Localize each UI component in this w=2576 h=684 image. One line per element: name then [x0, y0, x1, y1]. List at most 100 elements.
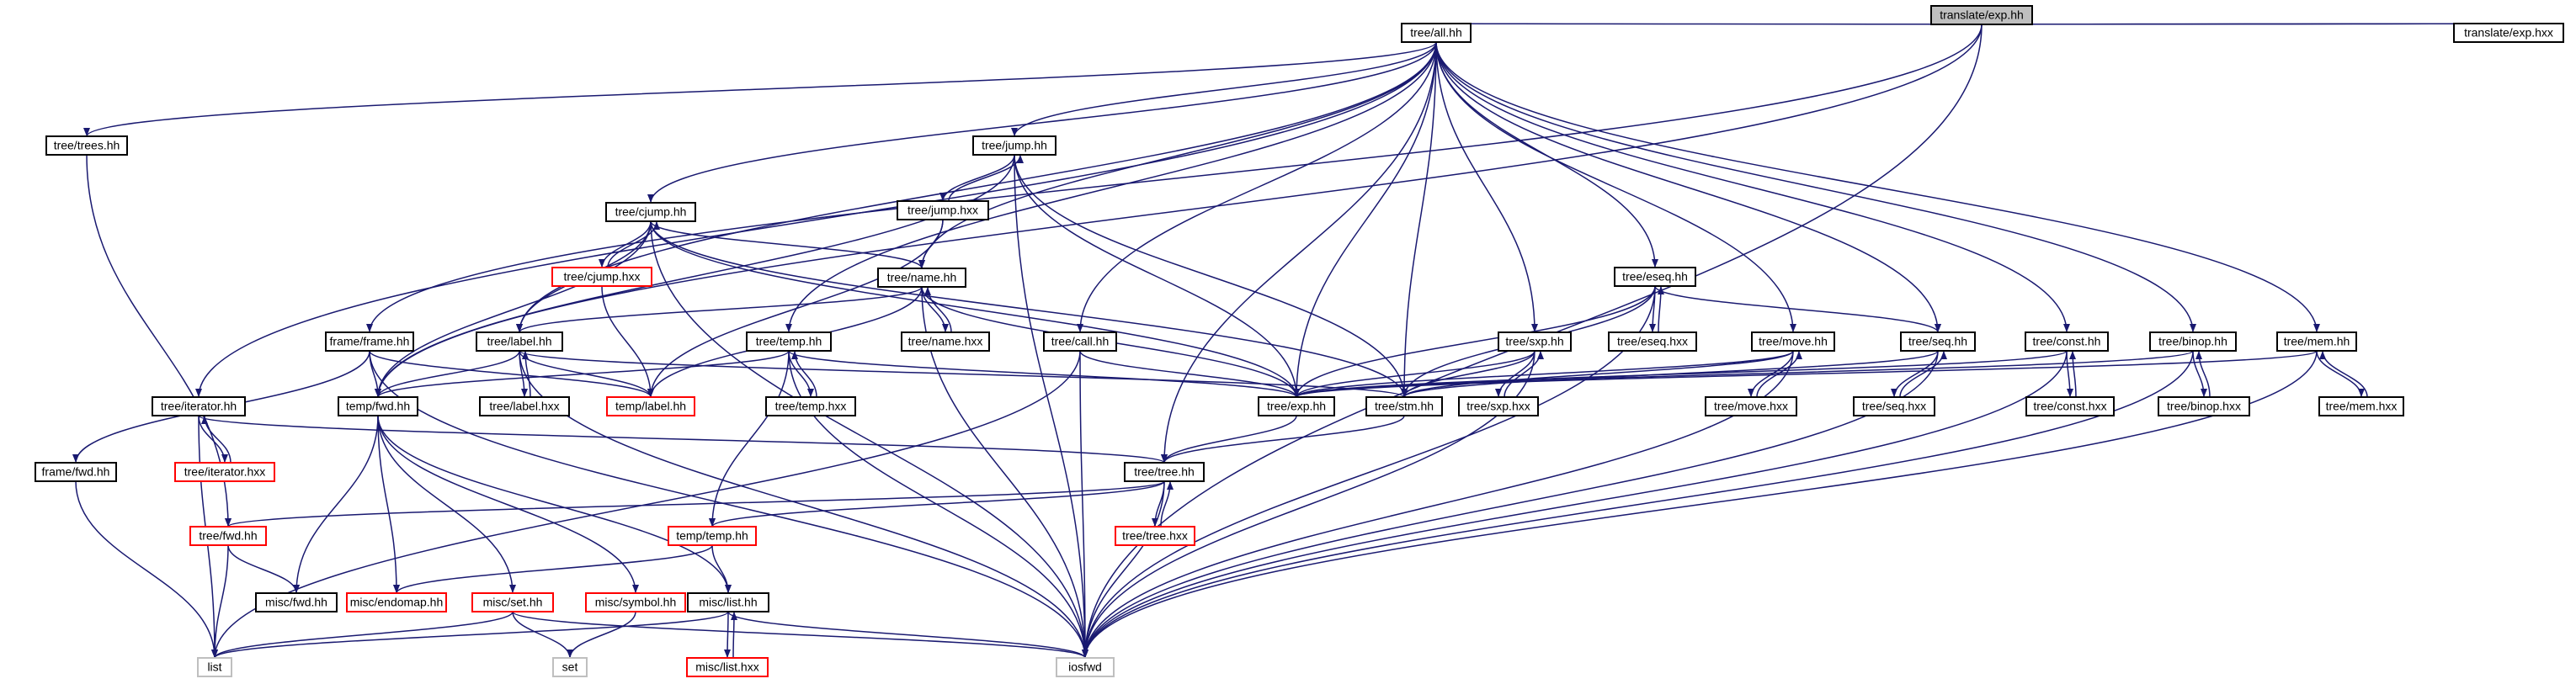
graph-node-list-hxx[interactable]: misc/list.hxx	[686, 657, 769, 677]
dependency-edge	[1161, 41, 1437, 464]
dependency-edge	[1082, 350, 2068, 659]
graph-node-exp-hh[interactable]: translate/exp.hh	[1930, 5, 2033, 25]
graph-node-binop-hxx[interactable]: tree/binop.hxx	[2158, 396, 2250, 416]
dependency-edge-line	[375, 350, 520, 398]
node-box	[901, 331, 990, 352]
node-label: tree/const.hh	[2033, 335, 2101, 348]
graph-node-mem-hxx[interactable]: tree/mem.hxx	[2318, 396, 2404, 416]
node-box	[877, 268, 966, 288]
graph-node-all-hh[interactable]: tree/all.hh	[1401, 23, 1472, 43]
graph-node-sxp-hxx[interactable]: tree/sxp.hxx	[1458, 396, 1539, 416]
dependency-edge-line	[198, 415, 228, 464]
node-box	[1498, 331, 1572, 352]
graph-node-tree-fwd-hh[interactable]: tree/fwd.hh	[189, 526, 267, 546]
dependency-edge	[211, 611, 514, 659]
graph-node-frame-hh[interactable]: frame/frame.hh	[325, 331, 414, 352]
dependency-edge-line	[211, 611, 729, 659]
graph-node-temp-label-hh[interactable]: temp/label.hh	[606, 396, 695, 416]
node-box	[1056, 657, 1115, 677]
dependency-edge	[1756, 350, 1802, 398]
graph-node-cjump-hxx[interactable]: tree/cjump.hxx	[551, 267, 652, 287]
node-label: frame/frame.hh	[330, 335, 410, 348]
graph-node-iosfwd: iosfwd	[1056, 657, 1115, 677]
dependency-edge	[1748, 350, 1794, 398]
graph-node-mem-hh[interactable]: tree/mem.hh	[2276, 331, 2357, 352]
dependency-edge	[377, 415, 732, 594]
dependency-edge	[375, 154, 1015, 398]
dependency-edge	[1082, 350, 2194, 659]
dependency-edge	[369, 350, 654, 398]
graph-node-set-hh[interactable]: misc/set.hh	[471, 592, 554, 612]
dependency-edge	[650, 220, 925, 269]
dependency-edge-line	[711, 544, 732, 594]
graph-node-eseq-hh[interactable]: tree/eseq.hh	[1614, 267, 1696, 287]
graph-node-stm-hh[interactable]: tree/stm.hh	[1365, 396, 1443, 416]
node-box	[1458, 396, 1539, 416]
graph-node-name-hxx[interactable]: tree/name.hxx	[901, 331, 990, 352]
graph-node-tree-exp-hh[interactable]: tree/exp.hh	[1258, 396, 1335, 416]
graph-node-label-hh[interactable]: tree/label.hh	[476, 331, 563, 352]
node-box	[325, 331, 414, 352]
node-box	[189, 526, 267, 546]
node-box	[606, 396, 695, 416]
dependency-edge-line	[2319, 350, 2368, 398]
graph-node-move-hxx[interactable]: tree/move.hxx	[1705, 396, 1797, 416]
dependency-edge-line	[1401, 41, 1437, 398]
graph-node-call-hh[interactable]: tree/call.hh	[1043, 331, 1117, 352]
dependency-edge-line	[516, 41, 1437, 333]
node-box	[2025, 396, 2115, 416]
graph-node-temp-temp-hh[interactable]: temp/temp.hh	[668, 526, 757, 546]
dependency-edge	[1435, 41, 2070, 333]
graph-node-tree-temp-hh[interactable]: tree/temp.hh	[746, 331, 832, 352]
graph-node-sxp-hh[interactable]: tree/sxp.hh	[1498, 331, 1572, 352]
graph-node-tree-hxx[interactable]: tree/tree.hxx	[1115, 526, 1195, 546]
graph-node-misc-fwd-hh[interactable]: misc/fwd.hh	[255, 592, 338, 612]
dependency-edge-line	[650, 220, 1300, 398]
graph-node-iterator-hh[interactable]: tree/iterator.hh	[152, 396, 246, 416]
graph-node-tree-hh[interactable]: tree/tree.hh	[1124, 462, 1205, 482]
dependency-edge	[1435, 41, 1538, 333]
dependency-edge	[2066, 350, 2073, 398]
node-label: temp/label.hh	[615, 400, 686, 413]
graph-node-move-hh[interactable]: tree/move.hh	[1751, 331, 1835, 352]
graph-node-jump-hh[interactable]: tree/jump.hh	[972, 135, 1056, 156]
graph-node-tree-temp-hxx[interactable]: tree/temp.hxx	[765, 396, 856, 416]
graph-node-jump-hxx[interactable]: tree/jump.hxx	[897, 200, 989, 220]
graph-node-temp-fwd-hh[interactable]: temp/fwd.hh	[338, 396, 418, 416]
node-box	[1930, 5, 2033, 25]
graph-node-trees-hh[interactable]: tree/trees.hh	[45, 135, 128, 156]
graph-node-const-hxx[interactable]: tree/const.hxx	[2025, 396, 2115, 416]
graph-node-seq-hh[interactable]: tree/seq.hh	[1900, 331, 1976, 352]
node-box	[1043, 331, 1117, 352]
graph-node-name-hh[interactable]: tree/name.hh	[877, 268, 966, 288]
graph-node-symbol-hh[interactable]: misc/symbol.hh	[585, 592, 686, 612]
dependency-edge	[1152, 480, 1165, 528]
graph-node-seq-hxx[interactable]: tree/seq.hxx	[1853, 396, 1935, 416]
dependency-edge-line	[369, 350, 654, 398]
graph-node-const-hh[interactable]: tree/const.hh	[2025, 331, 2109, 352]
graph-node-eseq-hxx[interactable]: tree/eseq.hxx	[1608, 331, 1697, 352]
dependency-edge-line	[1495, 350, 1535, 398]
dependency-edge	[1014, 154, 1300, 398]
graph-node-label-hxx[interactable]: tree/label.hxx	[479, 396, 570, 416]
graph-node-list-hh[interactable]: misc/list.hh	[687, 592, 769, 612]
dependency-edge-line	[225, 480, 1165, 528]
graph-node-exp-hxx[interactable]: translate/exp.hxx	[2453, 23, 2564, 43]
graph-node-iterator-hxx[interactable]: tree/iterator.hxx	[174, 462, 275, 482]
graph-node-cjump-hh[interactable]: tree/cjump.hh	[605, 202, 696, 222]
dependency-edge-line	[1435, 41, 1941, 333]
graph-node-frame-fwd-hh[interactable]: frame/fwd.hh	[35, 462, 117, 482]
node-box	[476, 331, 563, 352]
dependency-edge-line	[1077, 41, 1437, 333]
graph-node-binop-hh[interactable]: tree/binop.hh	[2149, 331, 2237, 352]
dependency-edge	[293, 415, 379, 594]
dependency-edge	[1401, 41, 1437, 398]
dependency-edge-line	[2066, 350, 2073, 398]
graph-node-endomap-hh[interactable]: misc/endomap.hh	[346, 592, 447, 612]
node-label: tree/label.hxx	[489, 400, 559, 413]
dependency-edge	[730, 611, 737, 659]
node-label: list	[207, 660, 221, 674]
dependency-edge-line	[1152, 480, 1165, 528]
node-label: tree/jump.hxx	[907, 204, 978, 217]
dependency-edge	[375, 350, 520, 398]
